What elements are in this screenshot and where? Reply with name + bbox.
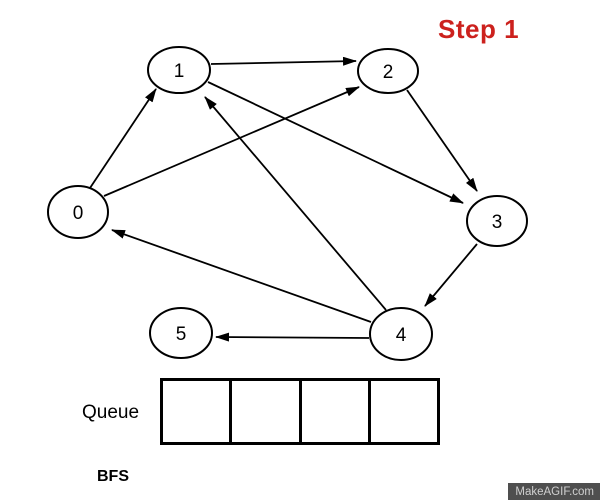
algorithm-label: BFS [97, 468, 129, 485]
graph-edges [87, 56, 478, 342]
graph-nodes: 0 1 2 3 4 5 [47, 46, 528, 361]
node-circle-0 [47, 185, 109, 239]
node-label-5: 5 [176, 324, 187, 345]
graph-node-5: 5 [149, 307, 213, 359]
step-label: Step 1 [438, 14, 520, 44]
node-label-3: 3 [492, 212, 503, 233]
edge-0-to-1 [87, 88, 157, 192]
watermark: MakeAGIF.com [508, 483, 600, 500]
node-circle-2 [357, 48, 419, 94]
node-label-4: 4 [396, 325, 407, 346]
edge-4-to-5 [215, 332, 370, 342]
node-circle-1 [147, 46, 211, 94]
graph-node-4: 4 [369, 307, 433, 361]
graph-node-0: 0 [47, 185, 109, 239]
queue-cell-2 [302, 381, 371, 442]
edge-4-to-1 [204, 96, 387, 311]
queue-cell-3 [371, 381, 437, 442]
queue-box [160, 378, 440, 445]
queue-cell-1 [232, 381, 302, 442]
edge-1-to-3 [207, 81, 464, 204]
node-label-1: 1 [174, 61, 185, 82]
graph-node-3: 3 [466, 195, 528, 247]
node-circle-5 [149, 307, 213, 359]
node-label-2: 2 [383, 62, 394, 83]
graph-node-2: 2 [357, 48, 419, 94]
node-circle-4 [369, 307, 433, 361]
edge-1-to-2 [210, 56, 357, 66]
graph-node-1: 1 [147, 46, 211, 94]
node-circle-3 [466, 195, 528, 247]
edge-4-to-0 [111, 229, 372, 323]
queue-cell-0 [163, 381, 233, 442]
edge-0-to-2 [103, 86, 360, 197]
queue-label: Queue [82, 402, 140, 423]
node-label-0: 0 [73, 203, 84, 224]
edge-3-to-4 [424, 243, 478, 307]
edge-2-to-3 [406, 89, 478, 192]
